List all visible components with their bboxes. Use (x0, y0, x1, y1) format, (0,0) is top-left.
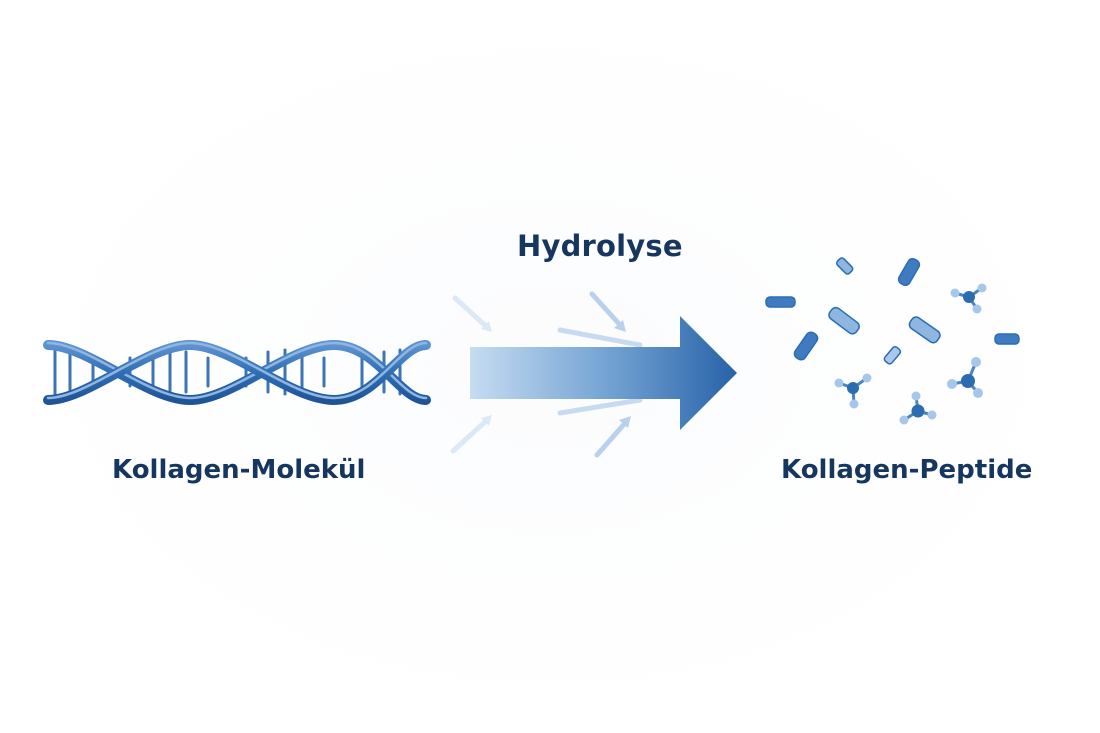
output-label: Kollagen-Peptide (781, 455, 1033, 485)
peptide-fragments-icon (765, 257, 1020, 425)
hydrolysis-arrow-icon (450, 291, 737, 458)
collagen-helix-icon (43, 339, 431, 406)
process-label: Hydrolyse (517, 229, 683, 263)
input-label: Kollagen-Molekül (112, 455, 366, 485)
